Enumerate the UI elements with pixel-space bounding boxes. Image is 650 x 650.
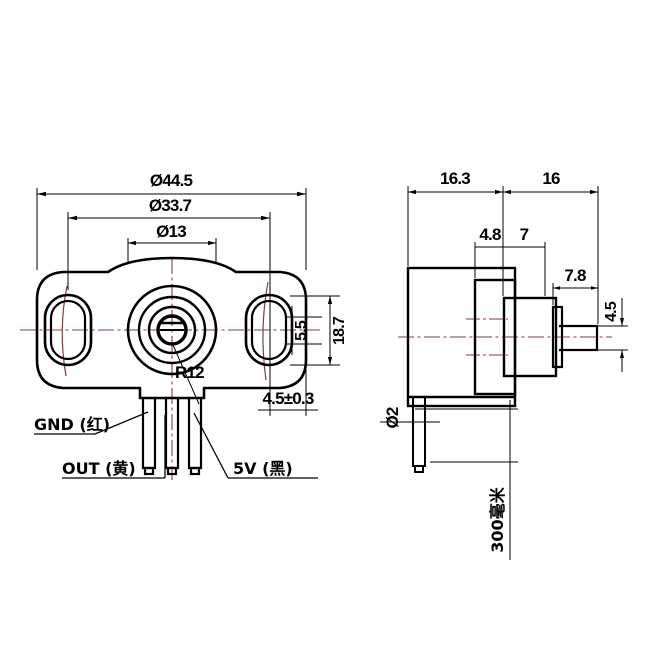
shaft-bore xyxy=(156,314,188,346)
arrow-right-13 xyxy=(208,240,216,246)
arrow-right-44 xyxy=(297,191,306,197)
side-boss xyxy=(473,278,517,396)
dim-label-slot-height: 18.7 xyxy=(331,316,348,345)
pin-callout-leaders xyxy=(34,411,318,479)
side-shaft-step xyxy=(551,305,564,369)
dim-side-tip-length xyxy=(552,283,599,324)
pin-label-gnd: GND (红) xyxy=(34,415,110,434)
arrow-78-left xyxy=(553,286,560,290)
dim-tab-thickness xyxy=(258,288,318,416)
side-connector-pin xyxy=(412,398,426,473)
arrow-left-33 xyxy=(68,215,77,221)
hub-circle-mid xyxy=(137,295,207,365)
dim-label-wire-length: 300毫米 xyxy=(488,486,507,552)
dim-side-step2 xyxy=(503,242,546,296)
side-view: 16.3 16 4.8 7 7.8 xyxy=(380,169,628,560)
slot-left-inner xyxy=(49,299,87,361)
pitch-arc-right xyxy=(262,281,269,381)
arrow-163-left xyxy=(408,189,416,195)
dim-label-side-step1: 4.8 xyxy=(479,225,501,244)
side-pin-tip xyxy=(414,465,424,473)
mounting-slot-left xyxy=(43,293,93,367)
arrow-45-top xyxy=(620,318,624,326)
dim-side-body-length xyxy=(407,186,504,296)
slot-right-inner xyxy=(250,299,288,361)
arrow-45-bot xyxy=(620,350,624,358)
side-boss-block xyxy=(473,278,517,396)
dim-side-shaft-dia xyxy=(595,298,628,372)
connector-pins xyxy=(141,398,203,476)
dim-label-side-step2: 7 xyxy=(520,225,529,244)
leader-slant-gnd xyxy=(94,411,149,435)
pin-2-tip xyxy=(166,466,178,476)
pin-label-5v: 5V (黑) xyxy=(233,459,293,478)
arrow-18-bot xyxy=(327,357,333,365)
arrow-right-33 xyxy=(261,215,270,221)
front-body-outline xyxy=(35,256,308,400)
dim-slot-vertical-group xyxy=(285,295,340,366)
dim-label-outer-diameter: Ø44.5 xyxy=(150,171,193,190)
pin-2 xyxy=(164,398,180,476)
dim-side-step1 xyxy=(474,242,503,278)
housing-outline xyxy=(35,256,308,400)
dim-outer-diameter xyxy=(36,188,307,270)
side-collar-block xyxy=(502,296,558,378)
side-shaft-profile xyxy=(559,324,599,352)
leader-line-r12 xyxy=(172,344,200,405)
dim-bolt-circle xyxy=(67,212,271,290)
arrow-16-left xyxy=(503,189,511,195)
dim-label-radius: R12 xyxy=(175,363,204,382)
hub-circle-inner xyxy=(147,305,197,355)
dim-label-hub-diameter: Ø13 xyxy=(156,222,186,241)
arrow-78-right xyxy=(591,286,598,290)
dim-radius-leader xyxy=(172,344,200,405)
side-output-shaft xyxy=(559,324,599,352)
arrow-16-right xyxy=(590,189,598,195)
pin-label-out: OUT (黄) xyxy=(62,459,136,478)
front-view: Ø44.5 Ø33.7 Ø13 xyxy=(20,171,348,480)
dim-label-side-pin-dia: Ø2 xyxy=(383,407,402,428)
pin-3-tip xyxy=(189,466,201,476)
dim-hub-diameter xyxy=(127,238,217,262)
dim-wire-length xyxy=(415,400,518,560)
dim-label-tab-thickness: 4.5±0.3 xyxy=(263,389,314,408)
side-step-block xyxy=(551,305,564,369)
pin-1-tip xyxy=(143,466,155,476)
arrow-163-right xyxy=(495,189,503,195)
dim-label-side-shaft-total: 16 xyxy=(542,169,560,188)
pin-3 xyxy=(187,398,203,476)
dim-label-side-tip-length: 7.8 xyxy=(564,266,586,285)
arrow-left-44 xyxy=(37,191,46,197)
arrow-18-top xyxy=(327,296,333,304)
pin-1 xyxy=(141,398,157,476)
leader-slant-5v xyxy=(193,412,229,479)
dim-label-side-body-length: 16.3 xyxy=(440,169,470,188)
dim-label-slot-width: 5.5 xyxy=(293,320,310,341)
center-hub xyxy=(126,284,218,376)
dim-label-bolt-circle: Ø33.7 xyxy=(149,196,192,215)
hub-circle-outer xyxy=(126,284,218,376)
side-view-secondary-centerlines xyxy=(466,318,508,356)
side-shaft-collar xyxy=(502,296,558,378)
dim-label-side-shaft-dia: 4.5 xyxy=(603,301,620,322)
slot-left-outer xyxy=(43,293,93,367)
arrow-left-13 xyxy=(128,240,136,246)
